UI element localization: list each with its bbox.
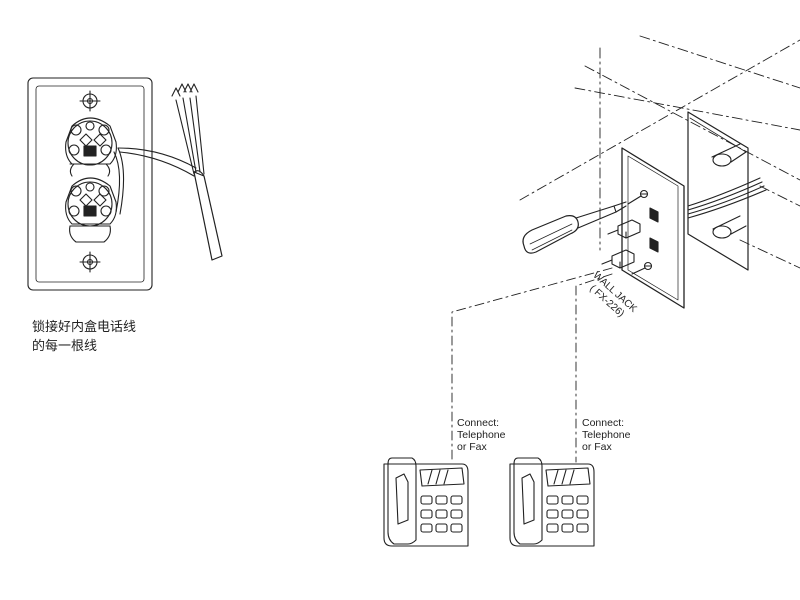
connection-line-b [575,273,613,463]
wall-plate-inner-bevel [35,85,145,283]
screw-icon [631,261,653,275]
rj11-plug [607,219,641,239]
screw-icon [627,189,649,205]
connection-lines [451,267,613,463]
wire-terminal-icon [171,83,199,97]
wall-installation-view [519,35,800,309]
phone-cable [117,83,223,261]
telephone-a [383,457,469,547]
telephone-a-caption: Connect: Telephone or Fax [457,417,506,453]
keypad-icon [546,495,589,533]
top-screw-icon [79,90,101,112]
jumper-wire [113,151,121,213]
instruction-line-1: 锁接好内盒电话线 [32,320,137,335]
mounting-post [711,143,747,167]
jack-socket-lower [649,237,659,253]
bottom-screw-icon [79,251,101,273]
jack-socket-upper [649,207,659,223]
connection-line-a [451,267,613,463]
wall-wires [687,177,767,219]
rj11-plug [601,249,635,269]
upper-jack-module [65,117,117,177]
screwdriver-icon [522,201,627,254]
instruction-line-2: 的每一根线 [32,339,98,354]
wall-box-plate [687,111,749,271]
lower-jack-module [65,177,117,243]
mounting-post [712,215,747,239]
telephone-b-caption: Connect: Telephone or Fax [582,417,631,453]
wall-plate-illustration [27,77,223,291]
wall-plate [27,77,153,291]
wall-jack-faceplate [621,147,685,309]
keypad-icon [420,495,463,533]
wiring-instruction: 锁接好内盒电话线 的每一根线 [32,318,136,356]
jumper-wire [117,147,125,215]
telephone-b [509,457,595,547]
